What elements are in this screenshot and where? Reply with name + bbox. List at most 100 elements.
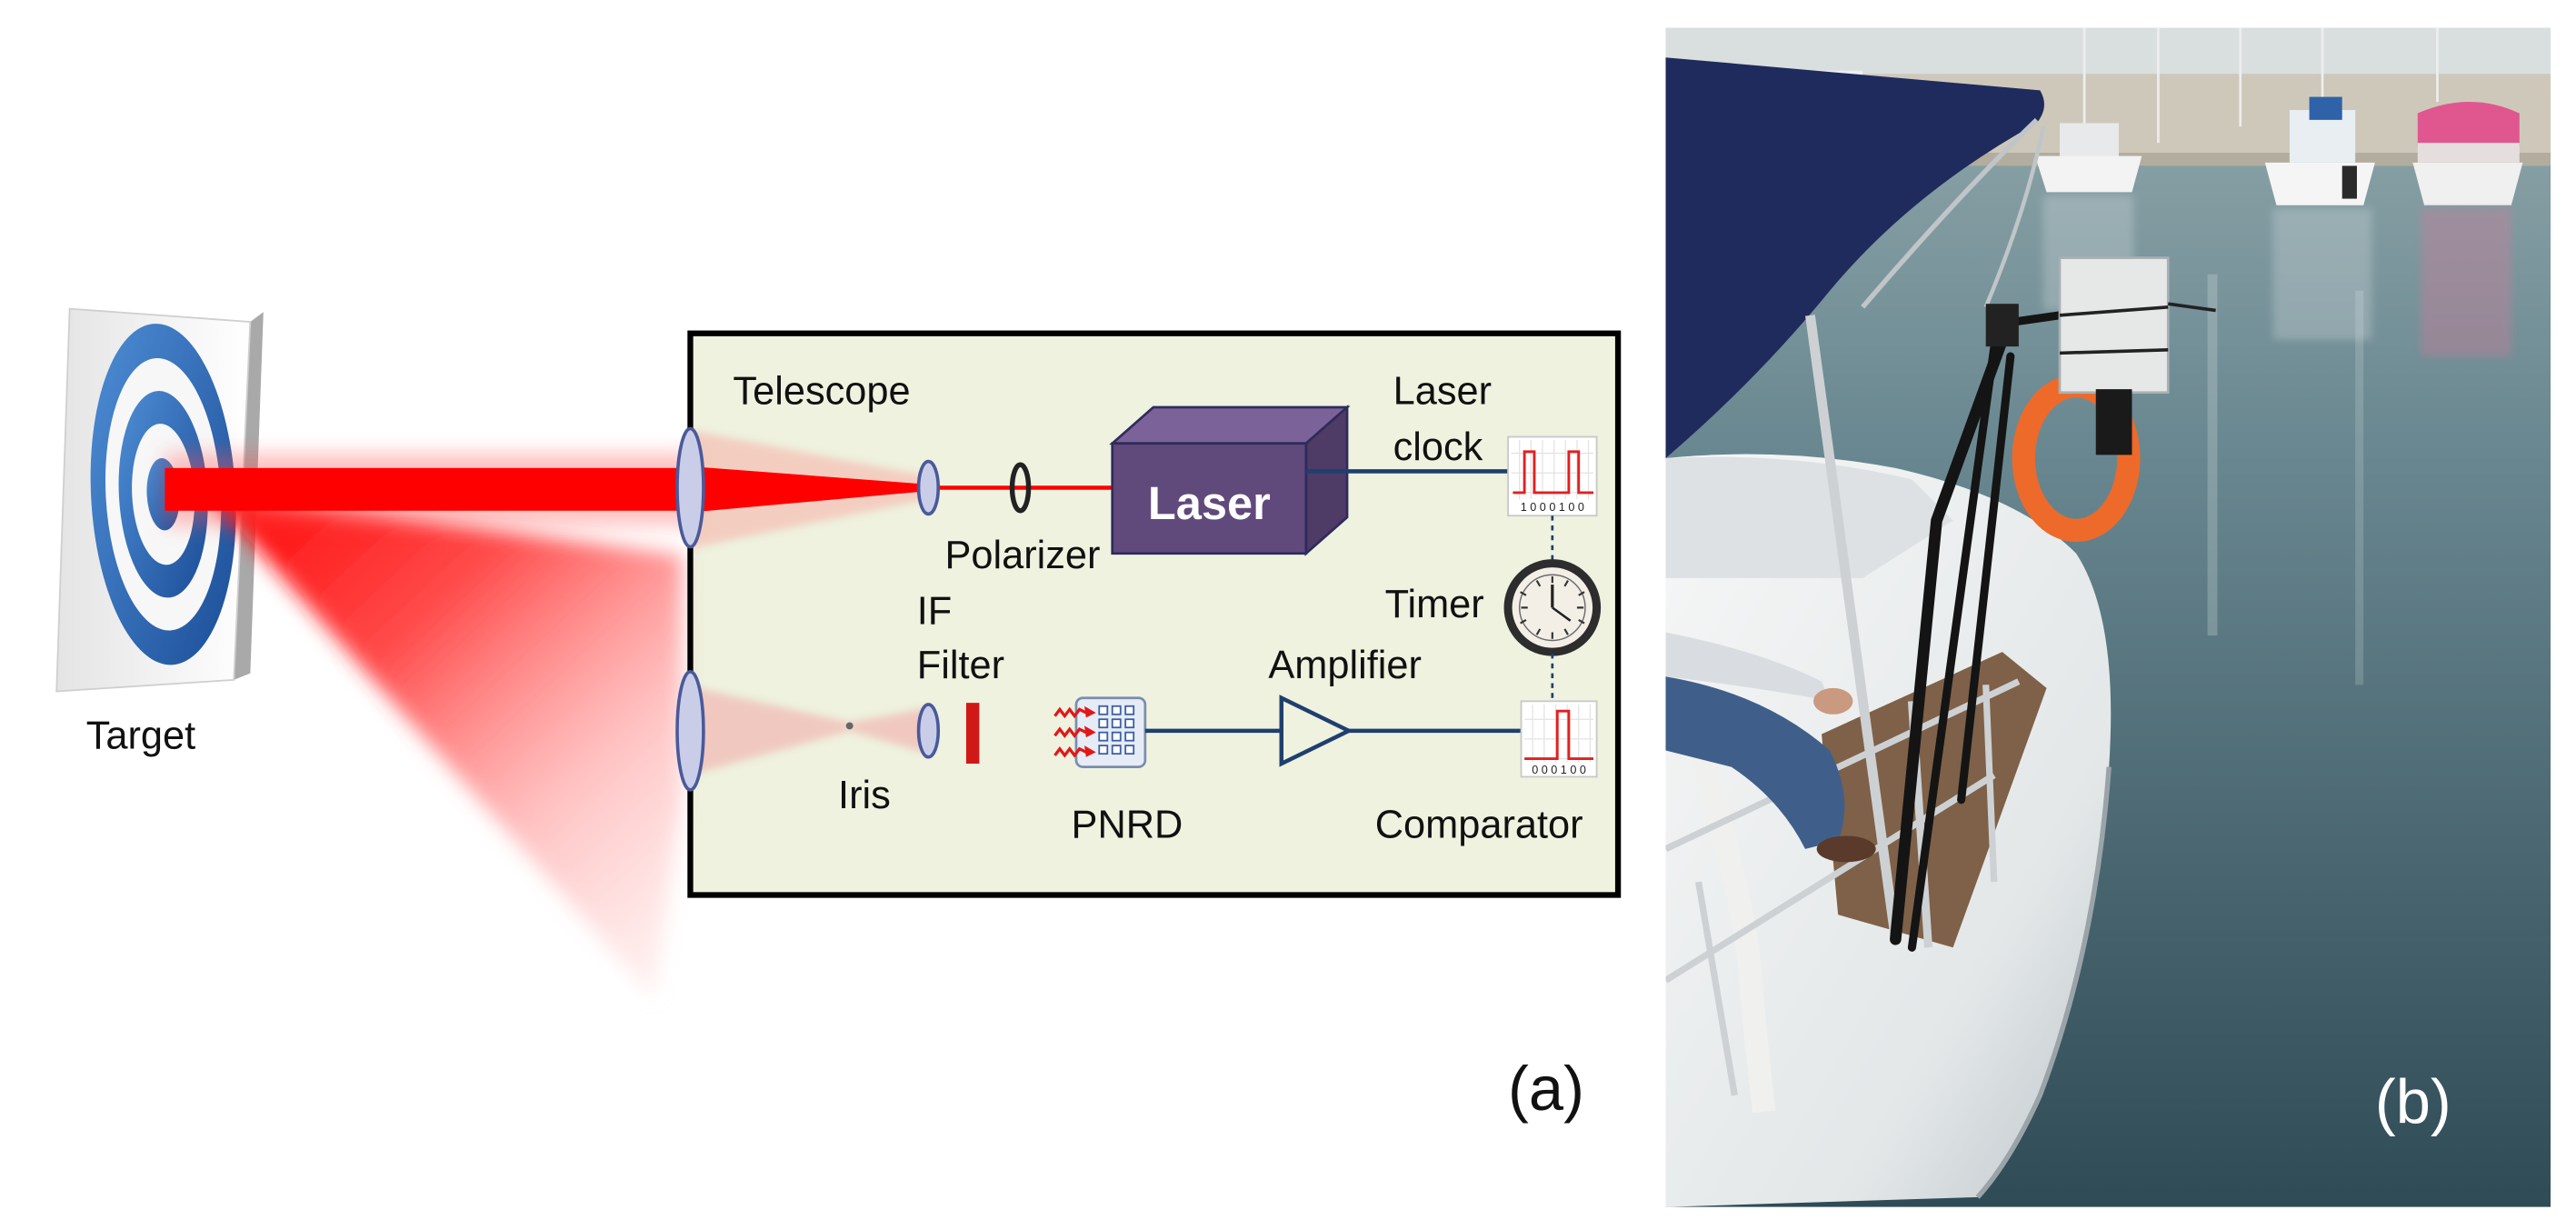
tripod-leg	[1957, 352, 2015, 805]
comparator-signal: 0 0 0 1 0 0	[1520, 700, 1598, 778]
photon-arrow-icon	[1053, 706, 1087, 719]
pnrd-pixel	[1111, 705, 1122, 715]
pnrd-pixel	[1111, 745, 1122, 755]
receive-light-cone-1	[690, 686, 850, 775]
pnrd-pixel	[1098, 718, 1109, 729]
photon-arrowhead-icon	[1084, 725, 1096, 738]
pnrd-pixel-array	[1098, 705, 1135, 755]
boat-hull	[2264, 162, 2375, 205]
amplifier-symbol	[1279, 695, 1353, 767]
device-cable	[2167, 302, 2216, 313]
reflection	[2207, 274, 2218, 636]
photon-arrowhead-icon	[1084, 705, 1096, 718]
laser-label: Laser	[1148, 477, 1271, 529]
if-filter-label-line1: IF	[917, 589, 953, 633]
hull-shadow	[1975, 766, 2112, 1199]
laser-clock-label-line2: clock	[1393, 425, 1483, 469]
device-strap	[2059, 305, 2169, 317]
rail	[1665, 678, 2021, 853]
lidar-device	[2058, 256, 2216, 455]
tripod-head	[1985, 304, 2019, 347]
comparator-label: Comparator	[1375, 803, 1583, 846]
moored-boat-1	[2034, 123, 2142, 193]
rail-post	[1695, 881, 1738, 1096]
timer-clock-ticks	[1520, 576, 1585, 639]
person-jeans	[1665, 676, 1845, 849]
telescope-lens-lower	[675, 670, 705, 792]
cockpit	[1665, 456, 1953, 578]
timer-clock-icon	[1503, 559, 1602, 656]
if-filter	[965, 703, 980, 764]
panel-b: (b)	[1665, 27, 2551, 1207]
canopy	[1665, 57, 2044, 458]
laser-clock-signal: 1 0 0 0 1 0 0	[1507, 435, 1598, 517]
pnrd-pixel	[1124, 705, 1135, 715]
laser-clock-waveform	[1513, 450, 1593, 495]
rail	[1665, 772, 1996, 984]
boat-cabin	[2060, 123, 2120, 160]
person-hand	[1813, 687, 1853, 715]
canopy-pole	[1805, 315, 1901, 941]
pnrd-detector	[1053, 696, 1147, 768]
laser-clock-grid	[1511, 440, 1593, 500]
telescope-label: Telescope	[733, 369, 910, 413]
if-filter-label-line2: Filter	[917, 644, 1004, 687]
collimating-lens-lower	[916, 703, 941, 759]
tripod-leg	[1890, 334, 2009, 945]
boat-hull	[2034, 155, 2142, 193]
iris-label: Iris	[838, 774, 891, 817]
beam-expander-cone	[690, 466, 929, 513]
amplifier-label: Amplifier	[1268, 644, 1422, 687]
field-photo	[1665, 27, 2551, 1207]
white-hose	[1674, 697, 1776, 1114]
device-strap	[2059, 347, 2169, 355]
pnrd-pixel	[1098, 705, 1109, 715]
moored-boat-3	[2412, 101, 2523, 205]
collimating-lens-upper	[916, 459, 941, 516]
target-label: Target	[86, 715, 195, 758]
return-light-cone	[207, 492, 683, 999]
polarizer	[1009, 462, 1032, 514]
photon-arrows	[1053, 706, 1087, 758]
laser-source: Laser	[1109, 404, 1351, 556]
comparator-waveform	[1524, 709, 1593, 761]
moored-boat-2	[2264, 96, 2375, 205]
boat-canopy	[2417, 101, 2520, 146]
person-arm	[1665, 632, 1831, 702]
timer-label: Timer	[1385, 583, 1484, 626]
boat-hull	[2412, 162, 2523, 205]
photon-arrowheads	[1084, 705, 1096, 757]
timer-clock-inner-ring	[1518, 574, 1586, 642]
reflection	[2421, 208, 2511, 356]
iris	[845, 722, 854, 730]
pnrd-pixel	[1124, 718, 1135, 729]
panel-a: Target Telescope Polarizer Laser	[55, 307, 1622, 1124]
canopy-frame	[1861, 117, 2039, 309]
pnrd-pixel	[1098, 731, 1109, 742]
timer-clock-minute-hand	[1552, 606, 1572, 622]
laser-beam	[165, 467, 694, 511]
instrument-box	[687, 330, 1622, 898]
photon-arrow-icon	[1053, 726, 1087, 738]
laser-clock-label-line1: Laser	[1393, 369, 1492, 413]
pnrd-pixel	[1124, 731, 1135, 742]
reflection	[2272, 208, 2372, 340]
laser-clock-bits: 1 0 0 0 1 0 0	[1521, 501, 1584, 514]
device-camera	[2095, 389, 2132, 455]
boat-canopy	[2309, 96, 2342, 120]
pnrd-pixel	[1111, 731, 1122, 742]
person-shoe	[1816, 835, 1876, 863]
device-enclosure	[2058, 256, 2170, 395]
panel-b-label: (b)	[2375, 1067, 2451, 1137]
outboard-motor	[2341, 165, 2357, 199]
polarizer-label: Polarizer	[944, 534, 1100, 577]
laser-front-face	[1111, 442, 1308, 555]
reflection	[2355, 290, 2364, 685]
comparator-bits: 0 0 0 1 0 0	[1532, 764, 1586, 776]
telescope-lens-upper	[675, 426, 705, 549]
photon-arrow-icon	[1053, 746, 1087, 758]
boat-deck	[2417, 143, 2520, 163]
pnrd-pixel	[1124, 745, 1135, 755]
person	[1665, 632, 1876, 863]
